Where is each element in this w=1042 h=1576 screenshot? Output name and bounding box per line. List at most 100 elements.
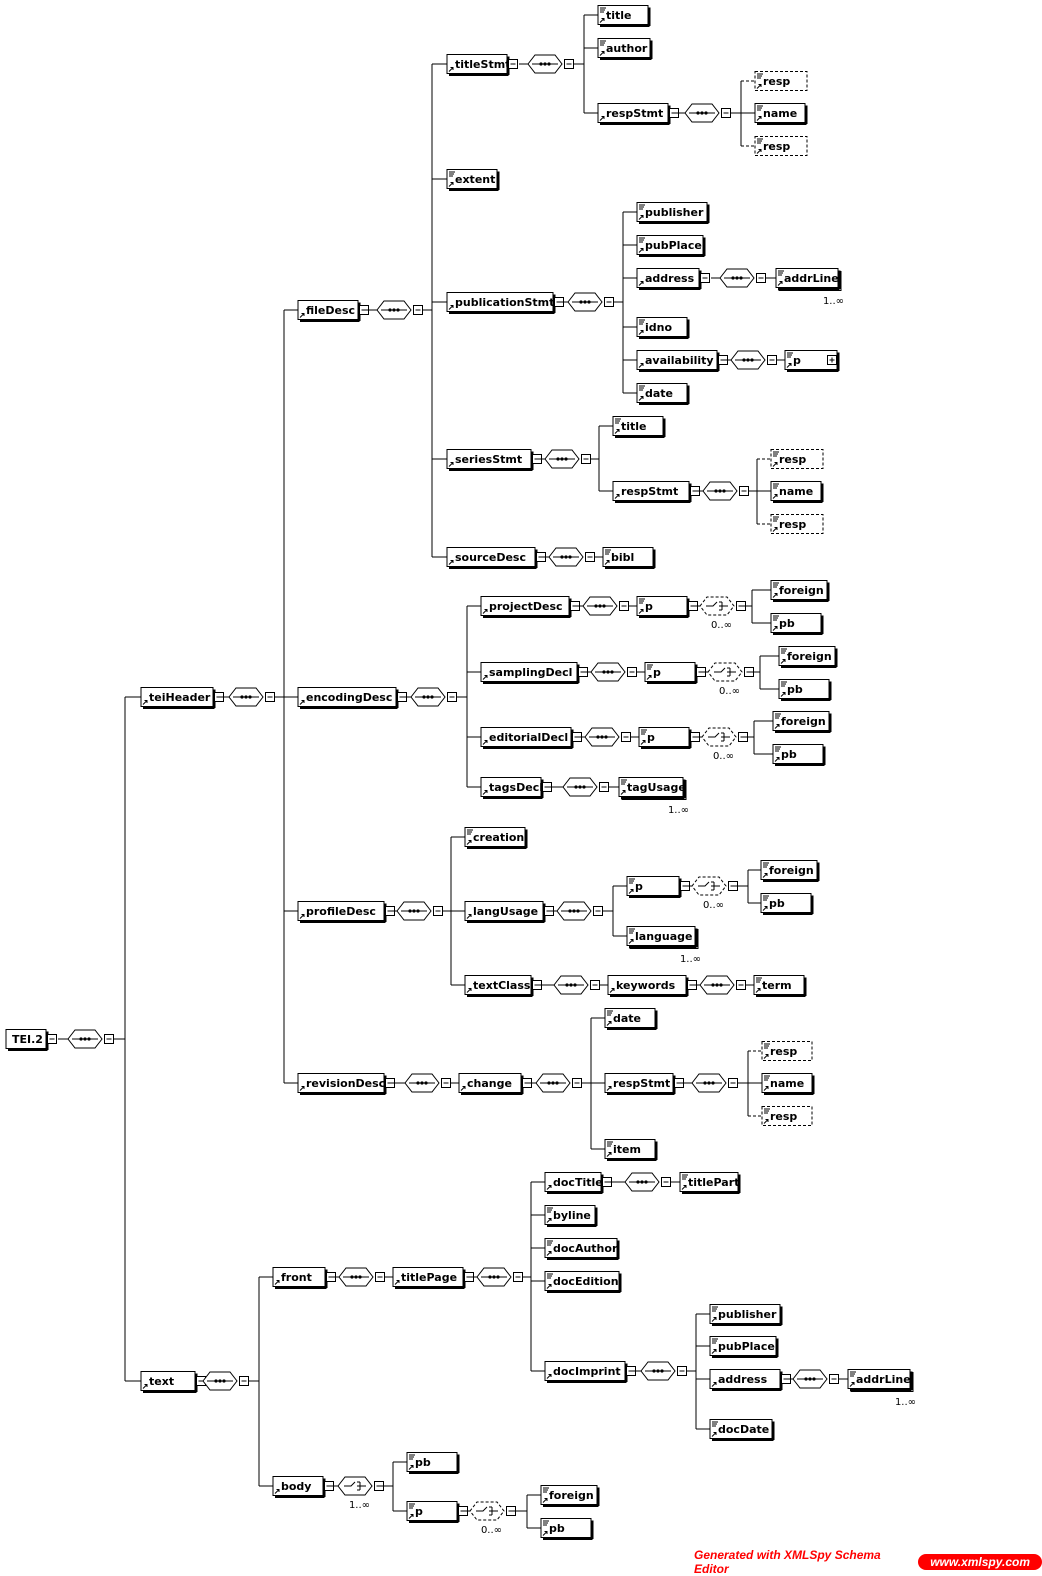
element-sm_pb[interactable]: pb xyxy=(778,679,832,701)
element-teiHeader[interactable]: teiHeader xyxy=(140,687,224,709)
sequence-compositor[interactable] xyxy=(562,777,609,797)
element-ed_p[interactable]: p xyxy=(638,727,700,749)
sequence-compositor[interactable] xyxy=(702,481,749,501)
footer-url-badge[interactable]: www.xmlspy.com xyxy=(918,1554,1042,1570)
sequence-compositor[interactable] xyxy=(553,975,600,995)
element-ts_author[interactable]: author xyxy=(597,38,653,60)
element-lu_pb[interactable]: pb xyxy=(760,893,814,915)
element-ts_rs_name[interactable]: name xyxy=(754,103,808,125)
sequence-compositor[interactable] xyxy=(376,300,423,320)
sequence-compositor[interactable] xyxy=(67,1029,114,1049)
element-di_addrLine[interactable]: addrLine xyxy=(847,1369,914,1392)
element-tagsDecl[interactable]: tagsDecl xyxy=(480,777,552,799)
element-profileDesc[interactable]: profileDesc xyxy=(297,901,395,923)
element-di_address[interactable]: address xyxy=(709,1369,791,1391)
element-pd_foreign[interactable]: foreign xyxy=(770,580,830,602)
sequence-compositor[interactable] xyxy=(730,350,777,370)
element-sm_p[interactable]: p xyxy=(644,662,706,684)
element-ts_rs_resp1[interactable]: resp xyxy=(754,71,808,91)
element-bd_pb2[interactable]: pb xyxy=(540,1518,594,1540)
element-ch_rs_resp1[interactable]: resp xyxy=(761,1041,813,1061)
sequence-compositor[interactable] xyxy=(396,901,443,921)
element-textClass[interactable]: textClass xyxy=(464,975,542,997)
element-term[interactable]: term xyxy=(753,975,807,997)
sequence-compositor[interactable] xyxy=(476,1267,523,1287)
element-tei2[interactable]: TEI.2 xyxy=(5,1029,57,1051)
sequence-compositor[interactable] xyxy=(792,1369,839,1389)
sequence-compositor[interactable] xyxy=(640,1361,687,1381)
element-keywords[interactable]: keywords xyxy=(607,975,697,997)
sequence-compositor[interactable] xyxy=(684,103,731,123)
choice-compositor[interactable] xyxy=(701,727,748,747)
choice-compositor[interactable] xyxy=(337,1476,384,1496)
choice-compositor[interactable] xyxy=(469,1501,516,1521)
sequence-compositor[interactable] xyxy=(699,975,746,995)
element-ss_respStmt[interactable]: respStmt xyxy=(612,481,700,503)
element-titleStmt[interactable]: titleStmt xyxy=(446,54,518,76)
element-lu_language[interactable]: language xyxy=(626,926,699,949)
element-projectDesc[interactable]: projectDesc xyxy=(480,596,580,618)
element-creation[interactable]: creation xyxy=(464,827,528,849)
element-extent[interactable]: extent xyxy=(446,169,500,191)
sequence-compositor[interactable] xyxy=(404,1073,451,1093)
sequence-compositor[interactable] xyxy=(535,1073,582,1093)
sequence-compositor[interactable] xyxy=(410,687,457,707)
element-ch_item[interactable]: item xyxy=(604,1139,658,1161)
sequence-compositor[interactable] xyxy=(202,1371,249,1391)
element-ss_rs_name[interactable]: name xyxy=(770,481,824,503)
element-docEdition[interactable]: docEdition xyxy=(544,1271,622,1293)
element-ps_date[interactable]: date xyxy=(636,383,690,405)
element-ts_title[interactable]: title xyxy=(597,5,651,27)
element-ps_availability[interactable]: availability xyxy=(636,350,728,372)
sequence-compositor[interactable] xyxy=(548,547,595,567)
element-di_publisher[interactable]: publisher xyxy=(709,1304,783,1326)
element-pd_pb[interactable]: pb xyxy=(770,613,824,635)
element-di_pubPlace[interactable]: pubPlace xyxy=(709,1336,779,1358)
sequence-compositor[interactable] xyxy=(228,687,275,707)
element-encodingDesc[interactable]: encodingDesc xyxy=(297,687,407,709)
element-docAuthor[interactable]: docAuthor xyxy=(544,1238,620,1260)
element-bd_pb[interactable]: pb xyxy=(406,1452,460,1474)
sequence-compositor[interactable] xyxy=(567,292,614,312)
element-ts_rs_resp2[interactable]: resp xyxy=(754,136,808,156)
sequence-compositor[interactable] xyxy=(691,1073,738,1093)
element-bd_foreign[interactable]: foreign xyxy=(540,1485,600,1507)
element-text[interactable]: text xyxy=(140,1371,206,1393)
sequence-compositor[interactable] xyxy=(582,596,629,616)
element-ps_pubPlace[interactable]: pubPlace xyxy=(636,235,706,257)
element-samplingDecl[interactable]: samplingDecl xyxy=(480,662,588,684)
element-ch_respStmt[interactable]: respStmt xyxy=(604,1073,684,1095)
element-seriesStmt[interactable]: seriesStmt xyxy=(446,449,542,471)
element-ed_pb[interactable]: pb xyxy=(772,744,826,766)
sequence-compositor[interactable] xyxy=(590,662,637,682)
element-publicationStmt[interactable]: publicationStmt xyxy=(446,292,564,314)
element-editorialDecl[interactable]: editorialDecl xyxy=(480,727,582,749)
element-body[interactable]: body xyxy=(272,1476,334,1498)
element-titlePage[interactable]: titlePage xyxy=(392,1267,474,1289)
sequence-compositor[interactable] xyxy=(544,449,591,469)
element-langUsage[interactable]: langUsage xyxy=(464,901,554,923)
element-sourceDesc[interactable]: sourceDesc xyxy=(446,547,546,569)
sequence-compositor[interactable] xyxy=(527,54,574,74)
element-ps_addrLine[interactable]: addrLine xyxy=(775,268,842,291)
choice-compositor[interactable] xyxy=(699,596,746,616)
element-fileDesc[interactable]: fileDesc xyxy=(297,300,369,322)
element-ch_rs_name[interactable]: name xyxy=(761,1073,815,1095)
element-ch_date[interactable]: date xyxy=(604,1008,658,1030)
element-sm_foreign[interactable]: foreign xyxy=(778,646,838,668)
element-lu_foreign[interactable]: foreign xyxy=(760,860,820,882)
element-byline[interactable]: byline xyxy=(544,1205,598,1227)
element-revisionDesc[interactable]: revisionDesc xyxy=(297,1073,395,1095)
element-titlePart[interactable]: titlePart xyxy=(679,1172,741,1194)
element-sd_bibl[interactable]: bibl xyxy=(602,547,656,569)
element-di_docDate[interactable]: docDate xyxy=(709,1419,775,1441)
element-ss_title[interactable]: title xyxy=(612,416,666,438)
element-ss_rs_resp2[interactable]: resp xyxy=(770,514,824,534)
element-ps_address[interactable]: address xyxy=(636,268,710,290)
element-pd_p[interactable]: p xyxy=(636,596,698,618)
element-front[interactable]: front xyxy=(272,1267,336,1289)
sequence-compositor[interactable] xyxy=(556,901,603,921)
element-ss_rs_resp1[interactable]: resp xyxy=(770,449,824,469)
element-docImprint[interactable]: docImprint xyxy=(544,1361,636,1383)
sequence-compositor[interactable] xyxy=(624,1172,671,1192)
